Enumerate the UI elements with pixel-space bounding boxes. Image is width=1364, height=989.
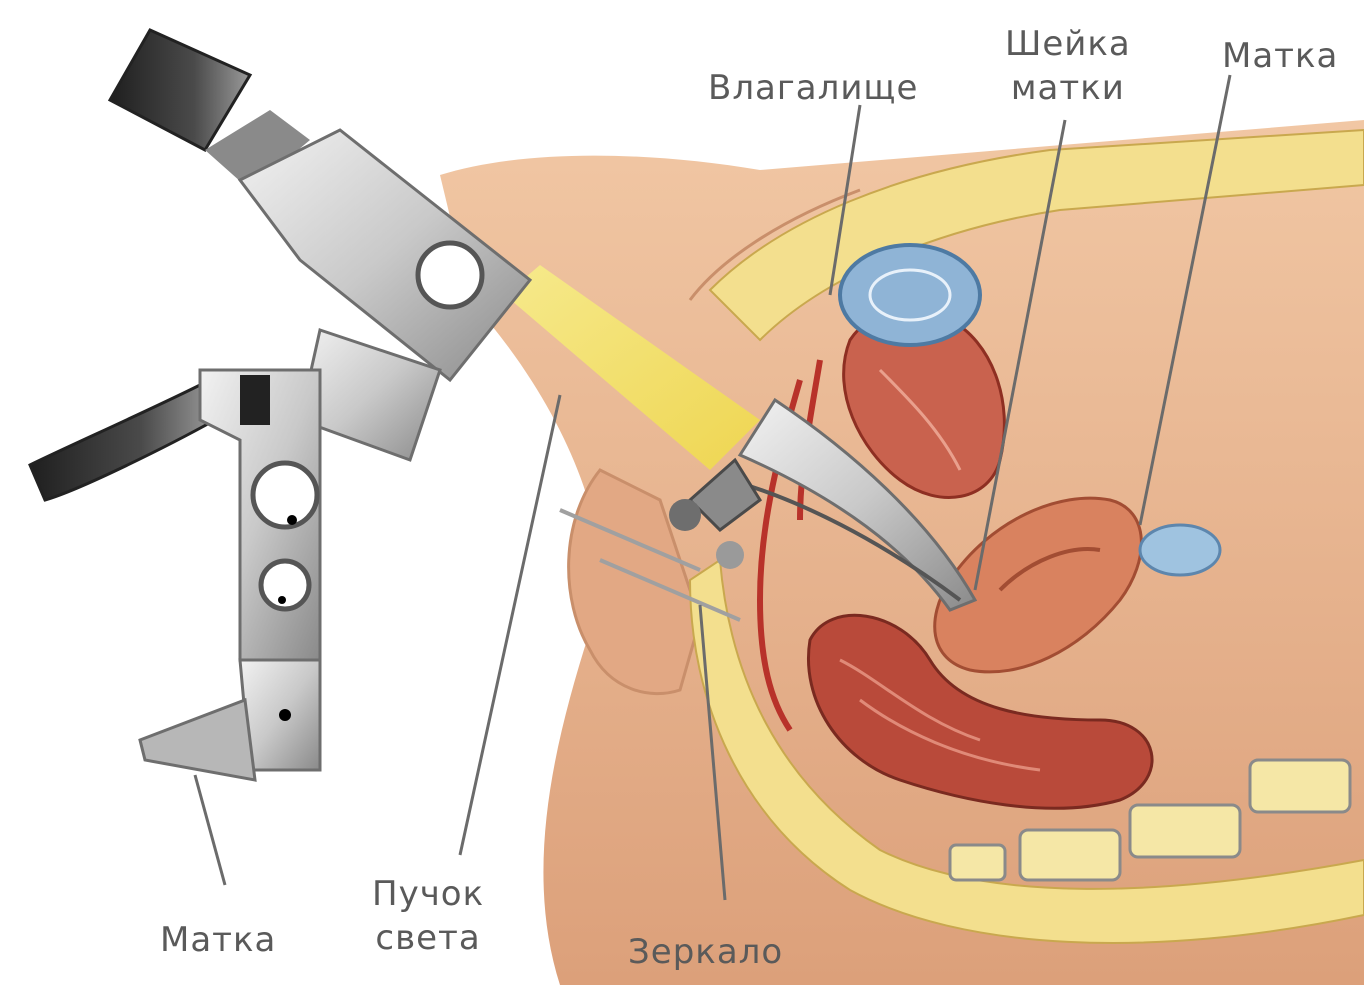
label-light-beam: Пучок света bbox=[372, 872, 484, 960]
pubic-bone bbox=[840, 245, 980, 345]
label-cervix: Шейка матки bbox=[1005, 22, 1131, 110]
label-uterus-top: Матка bbox=[1222, 34, 1338, 78]
colposcope-icon bbox=[30, 30, 530, 780]
ovary bbox=[1140, 525, 1220, 575]
label-vagina: Влагалище bbox=[708, 66, 918, 110]
label-speculum: Зеркало bbox=[628, 930, 783, 974]
label-uterus-bottom: Матка bbox=[160, 918, 276, 962]
